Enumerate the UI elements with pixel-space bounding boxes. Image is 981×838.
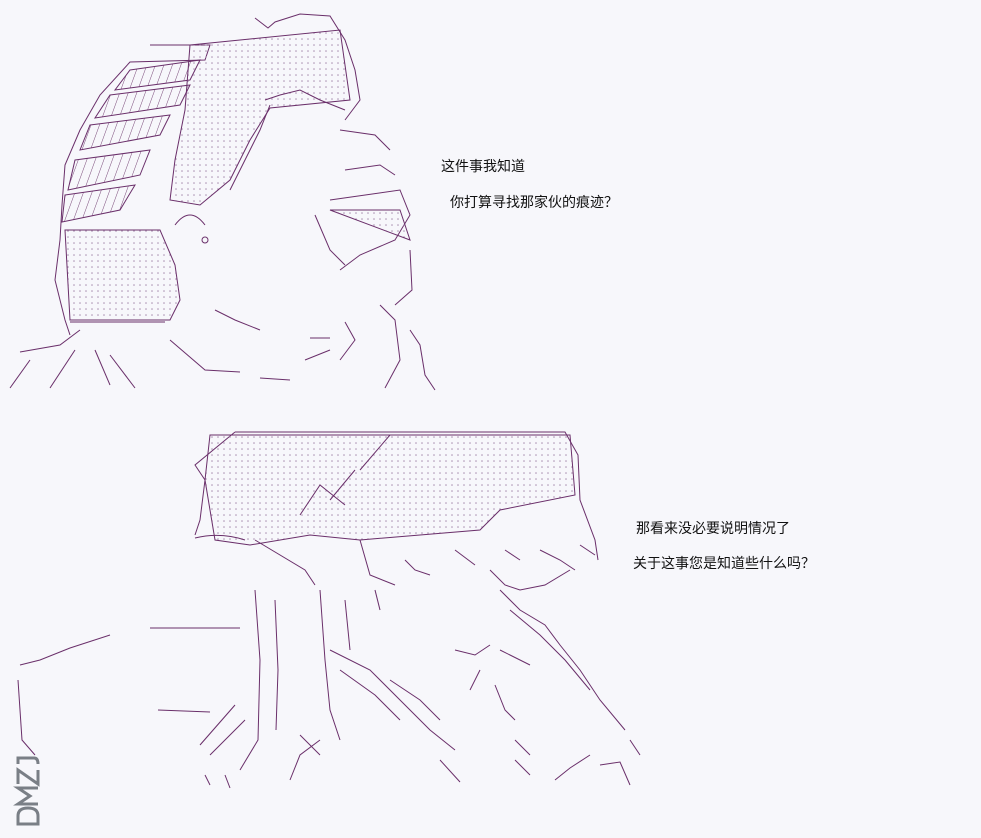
dialogue-line: 那看来没必要说明情况了 <box>636 521 790 537</box>
bottom-panel: 那看来没必要说明情况了 关于这事您是知道些什么吗？ <box>0 410 981 838</box>
top-ascii-art <box>9 13 436 391</box>
dmzj-watermark-logo <box>13 756 40 826</box>
top-panel: 这件事我知道 你打算寻找那家伙的痕迹？ <box>0 0 981 410</box>
dialogue-line: 关于这事您是知道些什么吗？ <box>633 556 815 572</box>
bottom-ascii-art <box>17 431 641 789</box>
dialogue-line: 你打算寻找那家伙的痕迹？ <box>450 195 618 211</box>
dialogue-line: 这件事我知道 <box>441 159 525 175</box>
